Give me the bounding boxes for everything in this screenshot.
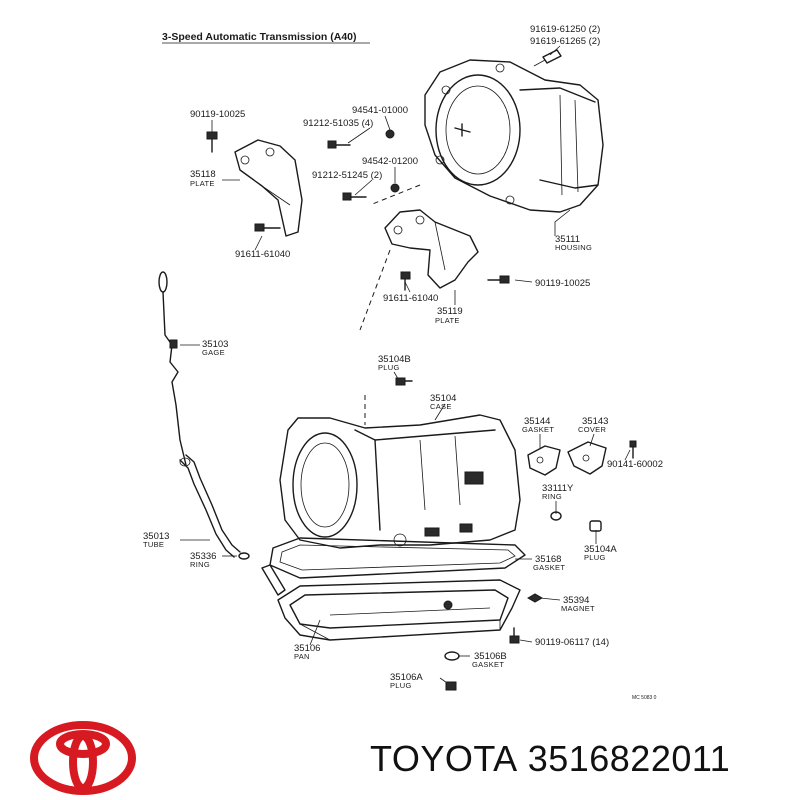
brand-name: TOYOTA xyxy=(370,738,518,779)
gasket-35144-icon xyxy=(527,445,561,476)
part-number: 3516822011 xyxy=(527,738,731,779)
pipe-icon xyxy=(261,564,286,596)
callout-p5-number: 91212-51035 (4) xyxy=(303,118,373,129)
bolt-91212-51035-icon xyxy=(327,140,351,149)
o-ring-33111y-icon xyxy=(550,511,562,521)
callout-p28-number: 35106B xyxy=(474,651,507,662)
callout-p24-number: 35104A xyxy=(584,544,617,555)
pan-gasket-35168-icon xyxy=(269,537,526,579)
callout-p20-number: 33111Y xyxy=(542,483,574,494)
bolt-91611-left-icon xyxy=(254,223,281,232)
callout-p17-name: GASKET xyxy=(522,425,554,434)
callout-p29-name: PLUG xyxy=(390,681,412,690)
callout-p25-number: 35394 xyxy=(563,595,589,606)
callout-p17-number: 35144 xyxy=(524,416,550,427)
callout-p4-number: 94541-01000 xyxy=(352,105,408,116)
callout-p11-number: 90119-10025 xyxy=(535,278,590,289)
bolt-90119-right-icon xyxy=(487,275,510,284)
callout-p24-name: PLUG xyxy=(584,553,606,562)
callout-p12-number: 91611-61040 xyxy=(383,293,438,304)
callout-p13-number: 35119 xyxy=(437,306,463,317)
callout-p21-number: 35013 xyxy=(143,531,169,542)
callout-p1-number: 91619-61250 (2) xyxy=(530,24,600,35)
plate-35118-icon xyxy=(234,139,303,237)
oil-pan-35106-icon xyxy=(277,579,521,641)
toyota-logo-icon xyxy=(30,721,136,795)
diagram-title: 3-Speed Automatic Transmission (A40) xyxy=(162,31,357,43)
dipstick-gage-35103-icon xyxy=(158,271,187,466)
callout-p8-name: PLATE xyxy=(190,179,215,188)
bolt-91619-icon xyxy=(533,49,562,67)
callout-p26-name: PAN xyxy=(294,652,310,661)
callout-p20-name: RING xyxy=(542,492,562,501)
callout-p15-number: 35104B xyxy=(378,354,411,365)
callout-p8-number: 35118 xyxy=(190,169,216,180)
callout-p21-name: TUBE xyxy=(143,540,164,549)
nut-94541-icon xyxy=(385,129,395,139)
leader-lines xyxy=(180,45,631,686)
cover-35143-icon xyxy=(567,441,607,475)
gasket-35106b-icon xyxy=(444,651,460,661)
callout-p14-number: 35103 xyxy=(202,339,228,350)
callout-p10-number: 35111 xyxy=(555,234,580,245)
callout-p10-name: HOUSING xyxy=(555,243,592,252)
callout-p15-name: PLUG xyxy=(378,363,400,372)
nut-94542-icon xyxy=(390,183,400,193)
callout-p13-name: PLATE xyxy=(435,316,460,325)
callout-p16-name: CASE xyxy=(430,402,452,411)
bolt-90119-top-icon xyxy=(206,131,218,153)
callout-p18-number: 35143 xyxy=(582,416,608,427)
filler-tube-35013-icon xyxy=(179,454,241,558)
callout-p22-name: RING xyxy=(190,560,210,569)
callout-p19-number: 90141-60002 xyxy=(607,459,663,470)
bolt-90141-icon xyxy=(629,440,637,459)
callout-p26-number: 35106 xyxy=(294,643,320,654)
callout-p7-number: 91212-51245 (2) xyxy=(312,170,382,181)
drain-plug-35106a-icon xyxy=(445,681,457,691)
plate-35119-icon xyxy=(384,209,479,289)
callout-p25-name: MAGNET xyxy=(561,604,595,613)
callout-p22-number: 35336 xyxy=(190,551,216,562)
callout-p14-name: GAGE xyxy=(202,348,225,357)
bolt-91611-right-icon xyxy=(400,271,411,291)
plug-35104a-icon xyxy=(589,520,602,532)
bolt-90119-06117-icon xyxy=(509,627,520,644)
callout-p28-name: GASKET xyxy=(472,660,504,669)
housing-35111-icon xyxy=(424,59,604,213)
callout-p23-name: GASKET xyxy=(533,563,565,572)
magnet-35394-icon xyxy=(526,593,544,603)
callout-p23-number: 35168 xyxy=(535,554,561,565)
callout-p9-number: 91611-61040 xyxy=(235,249,290,260)
callout-p3-number: 90119-10025 xyxy=(190,109,245,120)
callout-p2-number: 91619-61265 (2) xyxy=(530,36,600,47)
corner-code: MC 5083 0 xyxy=(632,695,657,701)
plug-35104b-icon xyxy=(395,377,413,386)
o-ring-35336-icon xyxy=(238,552,250,560)
callout-p27-number: 90119-06117 (14) xyxy=(535,637,609,648)
transmission-case-35104-icon xyxy=(279,414,521,549)
callout-p6-number: 94542-01200 xyxy=(362,156,418,167)
brand-footer xyxy=(0,700,800,800)
callout-p29-number: 35106A xyxy=(390,672,423,683)
callout-p18-name: COVER xyxy=(578,425,606,434)
alignment-line xyxy=(359,249,391,331)
callout-p16-number: 35104 xyxy=(430,393,456,404)
callout-labels: 91619-61250 (2) 91619-61265 (2) 90119-10… xyxy=(143,24,663,701)
bolt-91212-51245-icon xyxy=(342,192,367,201)
